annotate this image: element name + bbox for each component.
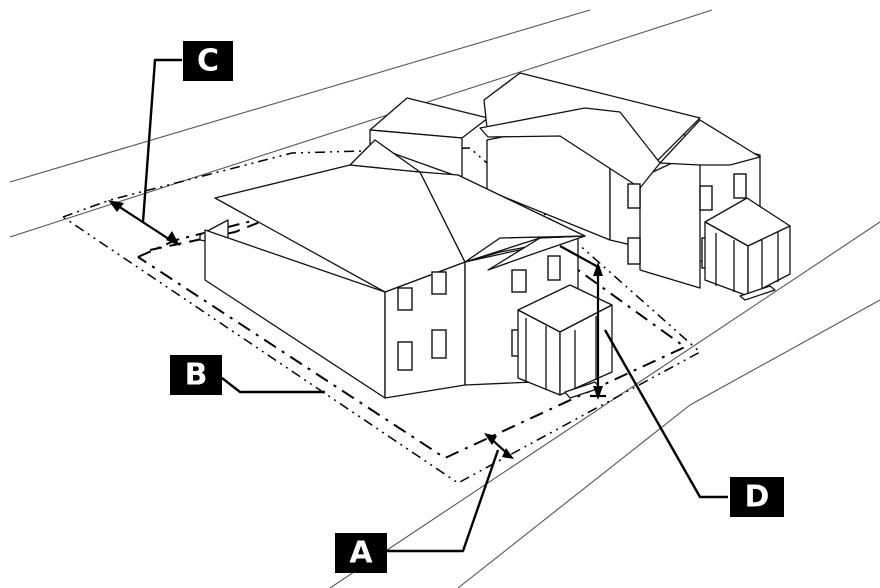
label-c-text: C	[197, 44, 219, 79]
leader-d	[603, 329, 728, 499]
street-lines	[9, 9, 880, 588]
front-house	[199, 139, 613, 399]
dimension-c	[108, 200, 180, 246]
dimension-a	[484, 433, 514, 459]
label-b: B	[170, 355, 222, 395]
leader-c	[141, 58, 182, 223]
label-c: C	[183, 41, 233, 81]
leader-b	[221, 377, 325, 394]
label-a-text: A	[349, 536, 373, 571]
leader-a	[385, 449, 500, 553]
dimension-d	[559, 245, 606, 400]
rear-house	[369, 72, 791, 301]
label-a: A	[335, 533, 387, 573]
label-d-text: D	[745, 480, 770, 515]
label-d: D	[730, 477, 784, 517]
label-b-text: B	[185, 358, 208, 393]
